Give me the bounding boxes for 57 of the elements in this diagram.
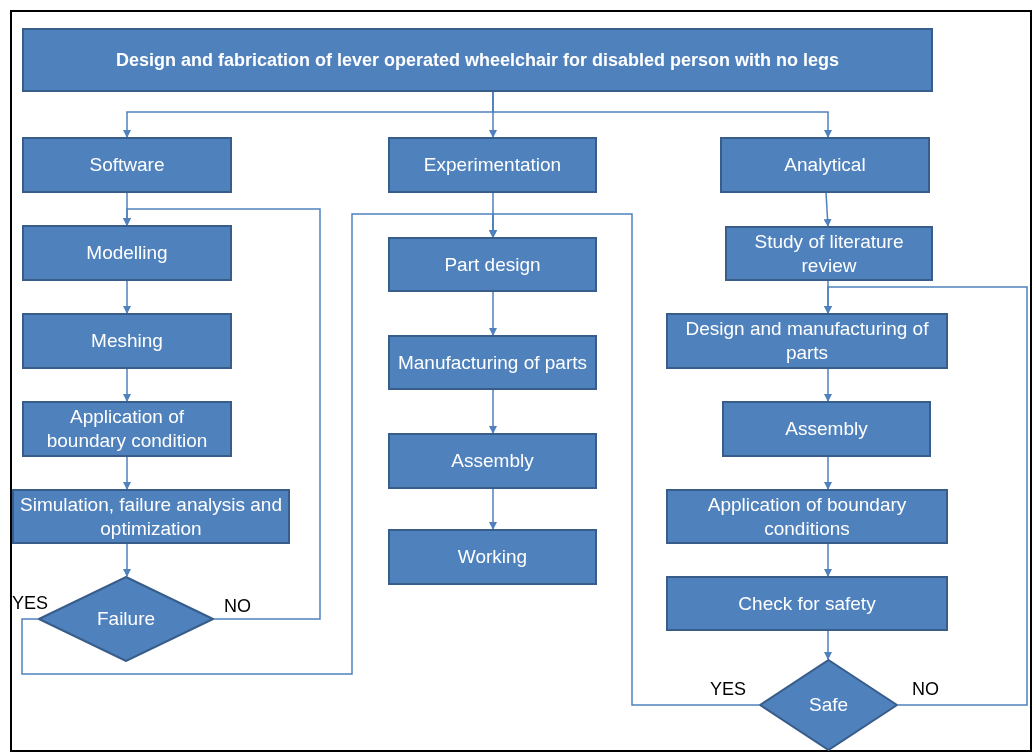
node-label: Design and manufacturing of parts — [684, 317, 930, 365]
node-label: Simulation, failure analysis and optimization — [19, 492, 283, 541]
arrow — [489, 213, 760, 706]
process-box — [12, 489, 290, 544]
arrow — [123, 280, 131, 314]
process-box — [388, 335, 597, 390]
title-box — [22, 28, 933, 92]
node-label: Application of boundary condition — [45, 405, 209, 453]
process-box — [720, 137, 930, 193]
process-box — [722, 401, 931, 457]
node-label: Application of boundary conditions — [706, 492, 908, 541]
process-box — [22, 401, 232, 457]
node-label: Failure — [96, 607, 156, 631]
process-box — [388, 433, 597, 489]
node-label: Analytical — [784, 153, 866, 177]
node-label: Part design — [444, 252, 541, 277]
node-label: Assembly — [451, 449, 534, 473]
arrow — [492, 91, 832, 138]
edge-label: NO — [912, 680, 939, 698]
edge-label: YES — [710, 680, 747, 698]
arrow — [489, 488, 497, 530]
decision-diamond — [759, 659, 898, 751]
arrow — [123, 543, 131, 577]
arrow — [489, 389, 497, 434]
title-text: Design and fabrication of lever operated wheelchair for disabled person with no legs — [115, 48, 840, 72]
process-box — [22, 137, 232, 193]
edge-label: YES — [12, 594, 49, 612]
arrow — [824, 368, 832, 402]
process-box — [22, 225, 232, 281]
arrow — [123, 368, 131, 402]
arrow — [823, 192, 832, 227]
process-box — [666, 313, 948, 369]
process-box — [22, 313, 232, 369]
node-label: Study of literature review — [753, 229, 905, 278]
process-box — [388, 237, 597, 292]
process-box — [388, 137, 597, 193]
node-label: Experimentation — [423, 153, 562, 177]
arrow — [489, 291, 497, 336]
node-label: Manufacturing of parts — [397, 350, 587, 375]
process-box — [666, 489, 948, 544]
arrow — [123, 456, 131, 490]
node-label: Software — [89, 153, 165, 177]
edge-label: NO — [224, 597, 251, 615]
arrow — [824, 286, 1028, 706]
node-label: Working — [457, 545, 528, 569]
arrow — [824, 543, 832, 577]
node-label: Check for safety — [738, 591, 876, 616]
arrow — [824, 456, 832, 490]
arrow — [824, 630, 832, 660]
node-label: Meshing — [91, 329, 163, 353]
arrow — [123, 208, 321, 620]
process-box — [666, 576, 948, 631]
node-label: Assembly — [785, 417, 868, 441]
process-box — [725, 226, 933, 281]
node-label: Safe — [808, 693, 849, 717]
process-box — [388, 529, 597, 585]
node-label: Modelling — [86, 241, 168, 265]
